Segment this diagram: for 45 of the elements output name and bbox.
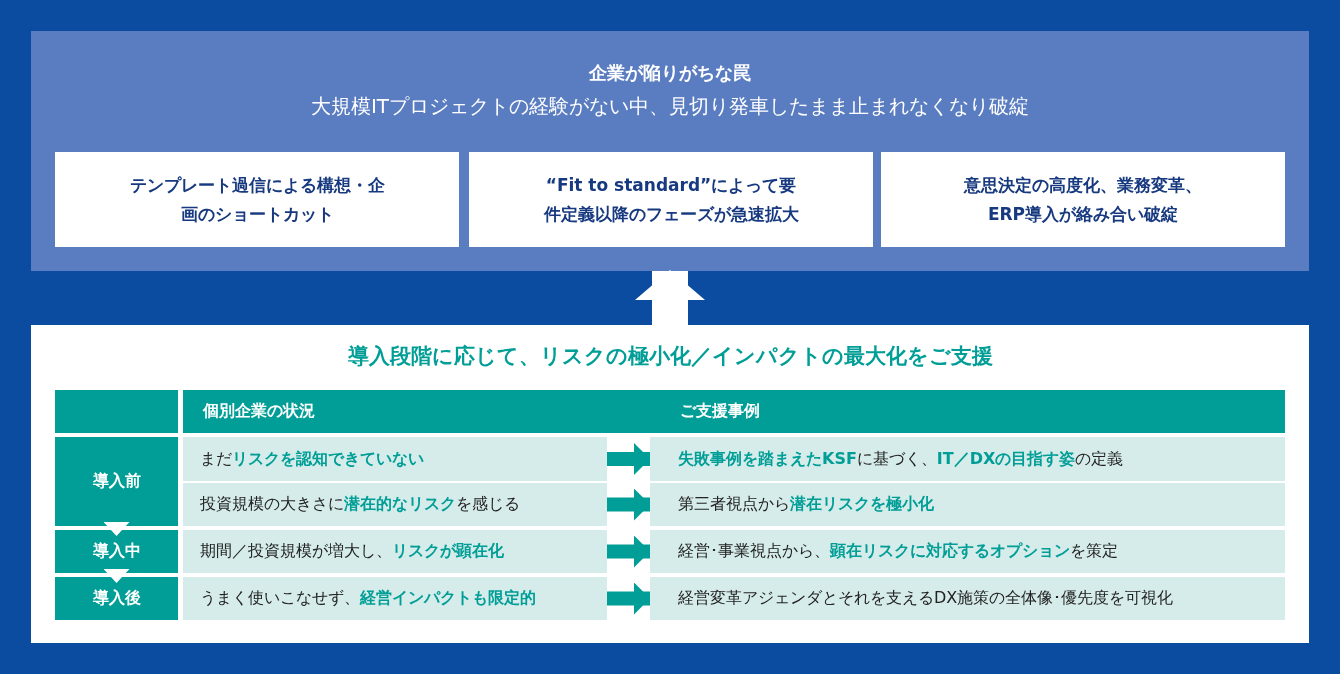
text-box bbox=[55, 152, 459, 247]
cell-text: 投資規模の大きさに潜在的なリスクを感じる bbox=[200, 494, 520, 515]
cell-text: 経営･事業視点から、顕在リスクに対応するオプションを策定 bbox=[678, 541, 1118, 562]
panel-title: 企業が陥りがちな罠 bbox=[588, 61, 752, 85]
arrow bbox=[635, 270, 705, 325]
cell-text: うまく使いこなせず、経営インパクトも限定的 bbox=[200, 588, 536, 609]
table-cell bbox=[183, 530, 607, 573]
table-cell bbox=[650, 437, 1285, 481]
stage-cell bbox=[55, 437, 178, 526]
table-cell bbox=[183, 577, 607, 620]
bottom-panel bbox=[31, 325, 1309, 643]
table-cell bbox=[183, 483, 607, 526]
arrow bbox=[607, 535, 650, 568]
box-text: “Fit to standard”によって要件定義以降のフェーズが急速拡大 bbox=[542, 173, 800, 226]
header-text: ご支援事例 bbox=[680, 401, 760, 422]
table-cell bbox=[183, 437, 607, 481]
text-box bbox=[469, 152, 873, 247]
down-triangle bbox=[103, 522, 130, 536]
stage-cell bbox=[55, 577, 178, 620]
stage-label: 導入後 bbox=[92, 588, 141, 609]
down-triangle bbox=[103, 569, 130, 583]
cell-text: まだリスクを認知できていない bbox=[200, 448, 424, 470]
header-cell bbox=[55, 390, 178, 433]
cell-text: 期間／投資規模が増大し、リスクが顕在化 bbox=[200, 541, 504, 562]
stage-label: 導入中 bbox=[92, 541, 141, 562]
header-text: 個別企業の状況 bbox=[203, 401, 315, 422]
panel-subtitle: 大規模ITプロジェクトの経験がない中、見切り発車したまま止まれなくなり破綻 bbox=[309, 93, 1031, 120]
stage-cell bbox=[55, 530, 178, 573]
arrow bbox=[607, 443, 650, 475]
header-cell bbox=[660, 390, 1285, 433]
box-text: 意思決定の高度化、業務変革、ERP導入が絡み合い破綻 bbox=[962, 173, 1203, 226]
cell-text: 経営変革アジェンダとそれを支えるDX施策の全体像･優先度を可視化 bbox=[678, 588, 1174, 609]
box-text: テンプレート過信による構想・企画のショートカット bbox=[128, 173, 386, 226]
text-box bbox=[881, 152, 1285, 247]
arrow bbox=[607, 488, 650, 521]
arrow bbox=[607, 582, 650, 615]
cell-text: 失敗事例を踏まえたKSFに基づく、IT／DXの目指す姿の定義 bbox=[678, 448, 1124, 470]
cell-text: 第三者視点から潜在リスクを極小化 bbox=[678, 494, 934, 515]
table-cell bbox=[650, 577, 1285, 620]
table-cell bbox=[650, 483, 1285, 526]
header-cell bbox=[183, 390, 660, 433]
top-panel bbox=[31, 31, 1309, 271]
stage-label: 導入前 bbox=[92, 471, 141, 492]
panel-heading: 導入段階に応じて、リスクの極小化／インパクトの最大化をご支援 bbox=[346, 343, 994, 370]
table-cell bbox=[650, 530, 1285, 573]
